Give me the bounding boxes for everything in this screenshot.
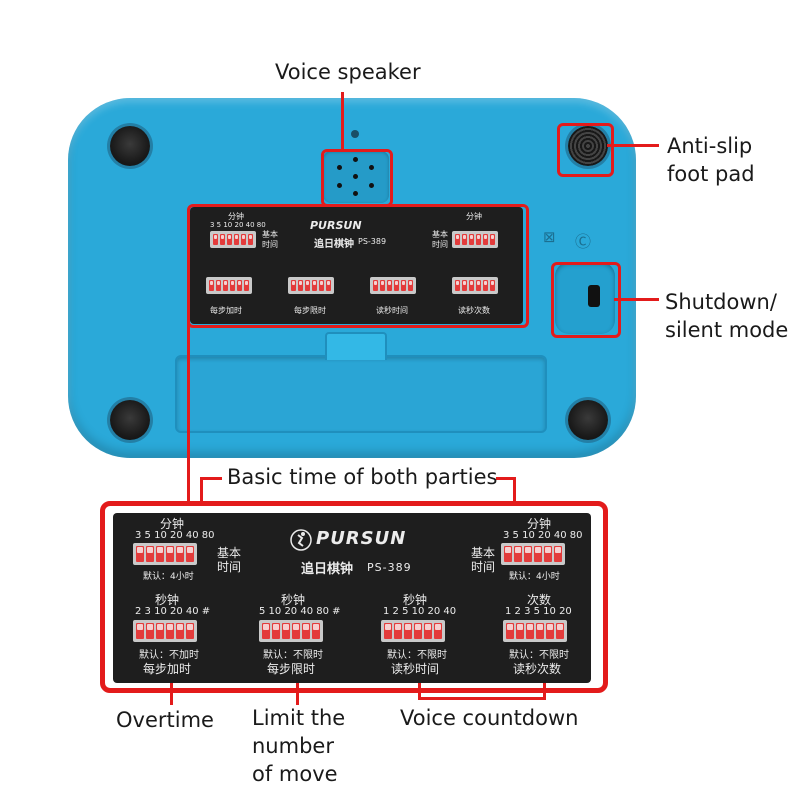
countdown-count-scale: 1 2 3 5 10 20: [505, 606, 572, 617]
label-limit-line2: number: [252, 734, 334, 758]
countdown-time-title: 读秒时间: [391, 662, 440, 676]
small-title: 时间: [432, 240, 448, 249]
callout-line-switch: [614, 298, 659, 301]
small-title: 基本: [432, 230, 448, 239]
callout-line-basic-time-right-drop: [513, 477, 516, 502]
basic-left-unit: 分钟: [160, 517, 185, 531]
settings-panel-small: 分钟 3 5 10 20 40 80 基本 时间 PURSUN 追日棋钟 PS-…: [190, 207, 523, 324]
callout-line-overtime: [170, 683, 173, 705]
label-shutdown-line1: Shutdown/: [665, 290, 777, 314]
label-shutdown-line2: silent mode: [665, 318, 789, 342]
callout-line-foot-pad: [607, 144, 659, 147]
label-limit-line1: Limit the: [252, 706, 346, 730]
settings-panel-zoomed: 分钟 3 5 10 20 40 80 基本 时间 默认：4小时 PURSUN 追…: [113, 513, 591, 683]
countdown-count-title: 读秒次数: [513, 662, 562, 676]
limit-scale: 5 10 20 40 80 #: [259, 606, 341, 617]
foot-pad-bottom-left: [110, 400, 150, 440]
voice-speaker-grille: [323, 151, 389, 203]
small-title: 每步限时: [294, 306, 326, 315]
model-cn-small: 追日棋钟: [314, 239, 354, 250]
label-voice-speaker: Voice speaker: [275, 60, 421, 84]
limit-title: 每步限时: [267, 662, 316, 676]
dip-switch[interactable]: [206, 277, 252, 294]
small-title: 读秒时间: [376, 306, 408, 315]
small-title: 时间: [262, 240, 278, 249]
overtime-title: 每步加时: [143, 662, 192, 676]
callout-line-limit: [296, 683, 299, 705]
callout-line-zoom: [187, 322, 190, 502]
callout-line-basic-time-left-drop: [200, 477, 203, 502]
countdown-count-dip-switch[interactable]: [503, 620, 567, 642]
shutdown-silent-switch[interactable]: [588, 285, 600, 307]
foot-pad-top-left: [110, 126, 150, 166]
model-cn: 追日棋钟: [301, 562, 354, 577]
label-basic-time: Basic time of both parties: [227, 465, 498, 489]
pursun-logo-icon: [290, 529, 312, 551]
callout-line-basic-time-left: [200, 477, 222, 480]
countdown-count-default: 默认：不限时: [509, 650, 569, 661]
label-overtime: Overtime: [116, 708, 214, 732]
basic-left-default: 默认：4小时: [143, 572, 194, 582]
dip-switch[interactable]: [452, 231, 498, 248]
brand-logo-small: PURSUN: [310, 219, 362, 232]
foot-pad-bottom-right: [568, 400, 608, 440]
battery-clip: [325, 332, 387, 360]
overtime-dip-switch[interactable]: [133, 620, 197, 642]
basic-left-dip-switch[interactable]: [133, 543, 197, 565]
basic-right-default: 默认：4小时: [509, 572, 560, 582]
countdown-time-default: 默认：不限时: [387, 650, 447, 661]
countdown-time-unit: 秒钟: [403, 593, 428, 607]
overtime-default: 默认：不加时: [139, 650, 199, 661]
basic-left-scale: 3 5 10 20 40 80: [135, 530, 215, 541]
small-title: 每步加时: [210, 306, 242, 315]
limit-dip-switch[interactable]: [259, 620, 323, 642]
callout-line-speaker: [341, 92, 344, 150]
battery-cover: [175, 355, 547, 433]
dip-switch[interactable]: [452, 277, 498, 294]
label-limit-line3: of move: [252, 762, 338, 786]
basic-left-title: 基本: [217, 546, 242, 560]
dip-switch[interactable]: [370, 277, 416, 294]
label-voice-countdown: Voice countdown: [400, 706, 579, 730]
callout-line-basic-time-right: [496, 477, 516, 480]
label-anti-slip-line2: foot pad: [667, 162, 755, 186]
countdown-time-dip-switch[interactable]: [381, 620, 445, 642]
callout-line-countdown-bar: [418, 697, 546, 700]
countdown-count-unit: 次数: [527, 593, 552, 607]
callout-line-countdown-right: [543, 683, 546, 699]
dip-switch[interactable]: [288, 277, 334, 294]
basic-right-unit: 分钟: [527, 517, 552, 531]
model-small: PS-389: [358, 237, 387, 246]
brand-logo: PURSUN: [316, 528, 407, 549]
small-scale: 3 5 10 20 40 80: [210, 221, 266, 229]
small-unit: 分钟: [228, 212, 244, 221]
switch-recess: [555, 262, 615, 334]
recycle-bin-mark-icon: ⊠: [543, 228, 556, 246]
basic-left-title: 时间: [217, 560, 242, 574]
model-number: PS-389: [367, 561, 412, 574]
screw: [351, 130, 359, 138]
overtime-scale: 2 3 10 20 40 #: [135, 606, 211, 617]
basic-right-dip-switch[interactable]: [501, 543, 565, 565]
ce-mark-icon: Ⓒ: [575, 232, 592, 251]
overtime-unit: 秒钟: [155, 593, 180, 607]
countdown-time-scale: 1 2 5 10 20 40: [383, 606, 457, 617]
basic-right-title: 时间: [471, 560, 496, 574]
callout-line-countdown-left: [418, 683, 421, 699]
limit-default: 默认：不限时: [263, 650, 323, 661]
anti-slip-foot-pad-top-right: [568, 126, 608, 166]
small-unit: 分钟: [466, 212, 482, 221]
label-anti-slip-line1: Anti-slip: [667, 134, 753, 158]
small-title: 读秒次数: [458, 306, 490, 315]
limit-unit: 秒钟: [281, 593, 306, 607]
basic-right-scale: 3 5 10 20 40 80: [503, 530, 583, 541]
basic-right-title: 基本: [471, 546, 496, 560]
dip-switch[interactable]: [210, 231, 256, 248]
small-title: 基本: [262, 230, 278, 239]
